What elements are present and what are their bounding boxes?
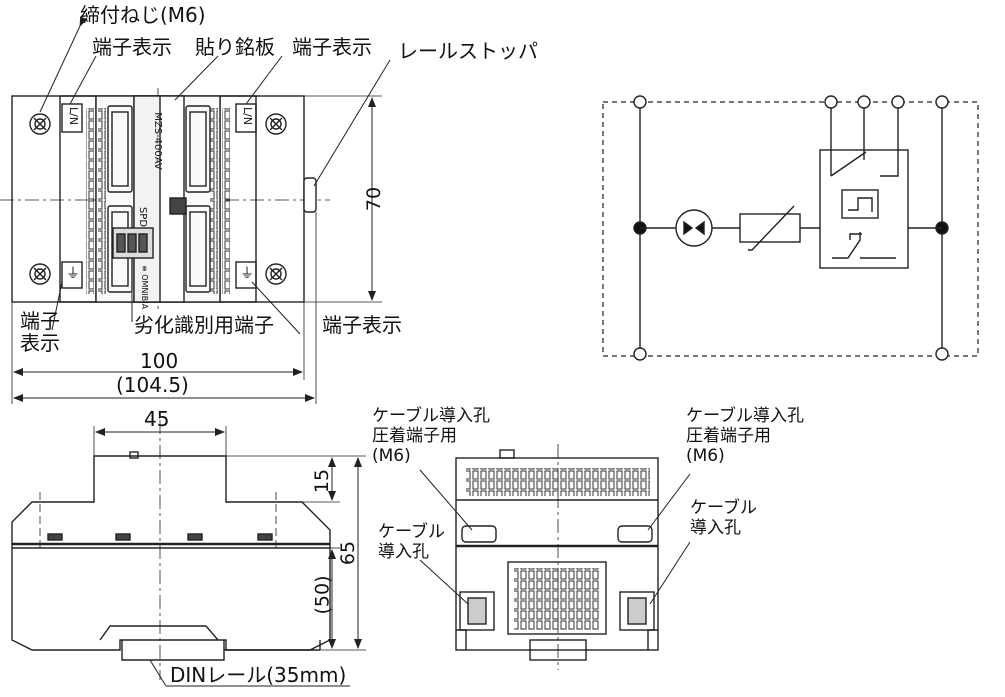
front-view <box>11 420 331 680</box>
cable-entry-label: ケーブル 導入孔 <box>690 498 757 538</box>
dim-width-total: (104.5) <box>116 373 189 397</box>
terminal-display-label: 端子表示 <box>322 313 402 337</box>
terminal-display-label: 端子表示 <box>292 35 372 59</box>
line-mark: L/N <box>241 106 255 126</box>
line-mark: L/N <box>67 106 81 126</box>
screw-icon <box>265 263 287 285</box>
brand-marking: ≡ OMNIBIA <box>140 264 150 310</box>
nameplate-label: 貼り銘板 <box>195 35 275 59</box>
side-view <box>455 444 659 670</box>
terminal-display-label: 端子表示 <box>92 35 172 59</box>
dim-total-height: 65 <box>337 540 360 566</box>
screw-icon <box>265 113 287 135</box>
rail-stopper-label: レールストッパ <box>398 39 538 63</box>
screw-icon <box>29 263 51 285</box>
terminal-display-label: 端子 表示 <box>20 309 60 355</box>
ground-icon: ⏚ <box>240 266 254 282</box>
cable-entry-crimp-label: ケーブル導入孔 圧着端子用 (M6) <box>686 406 804 466</box>
cable-entry-crimp-label: ケーブル導入孔 圧着端子用 (M6) <box>372 406 490 466</box>
dim-width: 100 <box>140 349 179 373</box>
screw-icon <box>29 113 51 135</box>
din-rail-label: DINレール(35mm) <box>170 663 347 687</box>
ground-icon: ⏚ <box>66 266 80 282</box>
circuit-diagram <box>602 95 979 361</box>
model-marking: MZS-400AV <box>151 112 163 170</box>
screw-label: 締付ねじ(M6) <box>80 3 206 27</box>
top-view <box>0 88 330 312</box>
dim-top-width: 45 <box>144 407 170 431</box>
dim-inner-height: (50) <box>311 575 334 615</box>
dim-height-top: 70 <box>363 186 386 212</box>
varistor-icon <box>739 205 801 251</box>
degradation-terminal-label: 劣化識別用端子 <box>134 313 274 337</box>
side-view-leaders <box>419 469 691 605</box>
top-view-leaders <box>11 16 391 404</box>
front-view-dims <box>93 426 366 687</box>
gas-discharge-tube-icon <box>675 209 713 247</box>
spd-marking: SPD <box>137 206 149 228</box>
cable-entry-label: ケーブル 導入孔 <box>378 522 445 562</box>
dim-step-height: 15 <box>311 468 334 494</box>
